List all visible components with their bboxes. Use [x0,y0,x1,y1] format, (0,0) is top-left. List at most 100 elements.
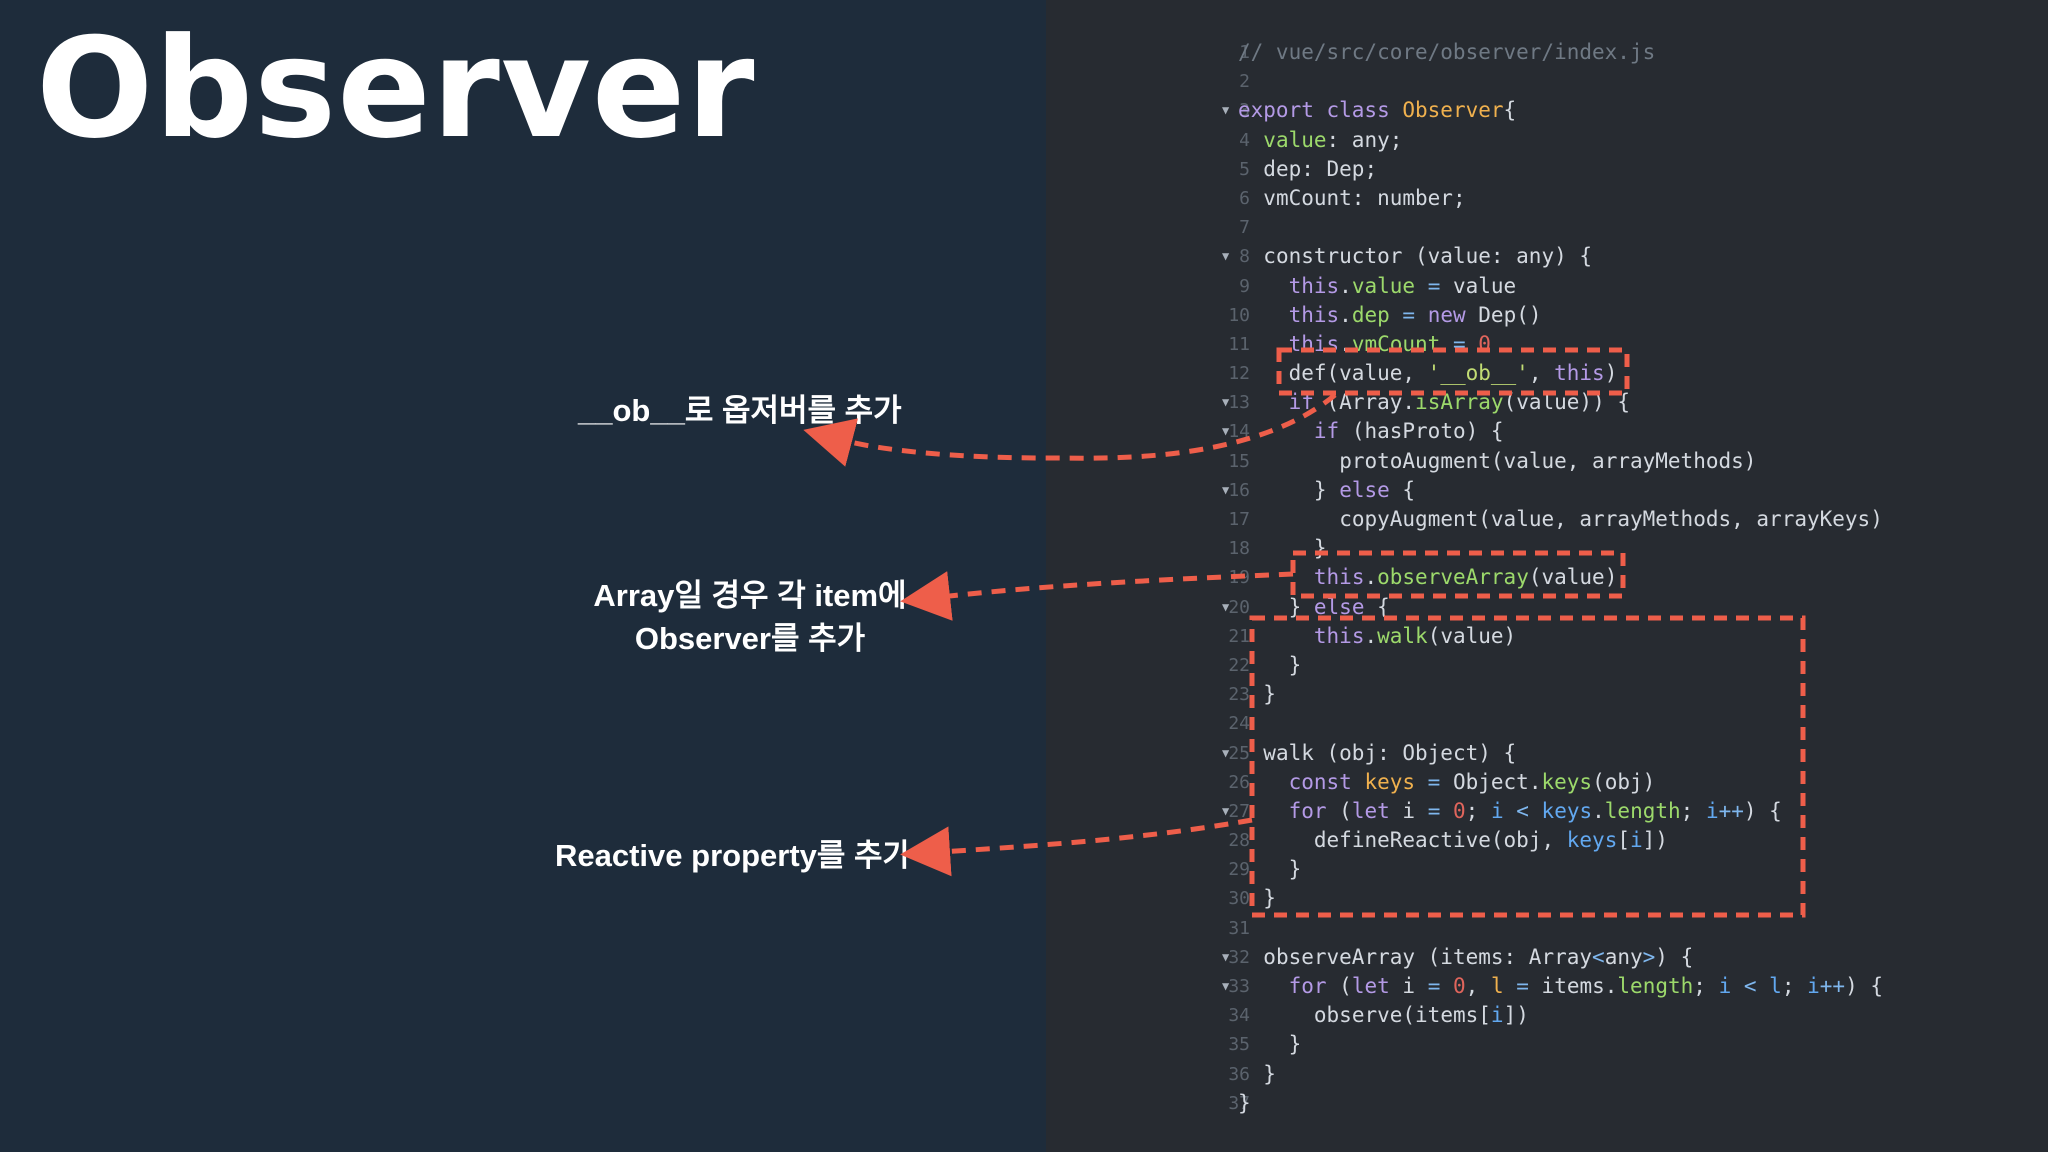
code-token: keys [1364,769,1416,794]
code-token: this [1554,361,1605,386]
line-number: 13 [1228,392,1250,414]
code-token: value [1351,273,1416,298]
line-number: 14 [1228,421,1250,443]
code-line: 22} [1046,651,2048,680]
code-token: . [1339,331,1352,356]
code-token: (value) [1427,623,1517,648]
callout-ob-observer: __ob__로 옵저버를 추가 [578,389,902,432]
code-token: . [1364,565,1378,590]
callout-line: Reactive property를 추가 [555,838,912,873]
line-number: 35 [1228,1034,1250,1056]
callout-array-items: Array일 경우 각 item에 Observer를 추가 [592,574,908,660]
code-line: 13▼if (Array.isArray(value)) { [1046,388,2048,417]
fold-toggle-icon[interactable]: ▼ [1222,395,1230,410]
line-number: 16 [1228,479,1250,501]
code-token: (value) [1528,565,1618,590]
code-token: Object. [1452,769,1542,794]
line-number: 27 [1228,800,1250,822]
code-token: dep: Dep; [1263,156,1378,181]
code-token: ) { [1845,974,1883,998]
code-line: 25▼walk (obj: Object) { [1046,739,2048,768]
fold-toggle-icon[interactable]: ▼ [1222,424,1230,439]
code-text: protoAugment(value, arrayMethods) [1238,447,1756,476]
code-line: 8 ▼ constructor (value: any) { [1046,242,2048,271]
code-token: keys [1541,798,1593,823]
code-token: (hasProto) { [1351,419,1504,444]
code-line: 30} [1046,884,2048,913]
code-text: } [1238,534,1327,563]
code-token: this [1288,302,1340,327]
code-line: 20▼} else { [1046,593,2048,622]
code-token: ) [1604,361,1618,386]
code-text: this.dep = new Dep() [1238,301,1542,330]
fold-toggle-icon[interactable]: ▼ [1222,599,1230,614]
code-token: ; [1465,798,1491,823]
code-line: 37} [1046,1089,2048,1118]
code-text: } [1238,651,1302,680]
code-text: dep: Dep; [1238,155,1377,184]
code-token: items. [1541,974,1618,998]
code-token: < [1592,944,1605,969]
code-token: else [1313,594,1378,619]
line-number: 29 [1228,859,1250,881]
code-token: ; [1693,974,1719,998]
line-number: 10 [1228,304,1250,326]
code-text: def(value, '__ob__', this) [1238,359,1618,388]
code-token: keys [1541,769,1593,794]
code-token: walk [1377,623,1428,648]
fold-toggle-icon[interactable]: ▼ [1222,979,1230,993]
code-token: keys [1566,828,1618,853]
line-number: 12 [1228,363,1250,385]
callout-reactive-property: Reactive property를 추가 [555,834,911,877]
code-token: = [1440,331,1479,356]
code-token: defineReactive(obj, [1313,828,1567,853]
fold-toggle-icon[interactable]: ▼ [1222,949,1230,964]
code-token: < [1731,974,1770,998]
line-number: 7 [1239,217,1250,239]
code-line: 32▼observeArray (items: Array<any>) { [1046,943,2048,972]
fold-toggle-icon[interactable]: ▼ [1222,482,1230,497]
fold-toggle-icon[interactable]: ▼ [1222,103,1230,118]
fold-toggle-icon[interactable]: ▼ [1222,803,1230,818]
code-token: length [1617,974,1694,998]
code-token: > [1642,944,1656,969]
code-token: [ [1617,828,1630,853]
code-line: 1// vue/src/core/observer/index.js [1046,38,2048,67]
line-number: 17 [1228,509,1250,530]
fold-toggle-icon[interactable]: ▼ [1222,745,1230,760]
code-token: else [1339,477,1403,502]
code-token: let [1351,798,1403,823]
code-token: } [1288,652,1302,677]
line-number: 8 [1239,246,1250,268]
code-token: } [1263,886,1276,911]
fold-toggle-icon[interactable]: ▼ [1222,249,1230,264]
code-text: for (let i = 0; i < keys.length; i++) { [1238,797,1782,826]
line-number: 34 [1228,1005,1250,1027]
line-number: 33 [1228,976,1250,997]
code-token: this [1313,565,1365,590]
line-number: 23 [1228,684,1250,706]
code-token: value [1263,127,1327,152]
line-number: 6 [1239,187,1250,209]
line-number: 26 [1228,771,1250,793]
code-text: } else { [1238,476,1415,505]
code-text: this.walk(value) [1238,622,1516,651]
code-token: ( [1339,974,1352,998]
code-token: } [1288,857,1302,882]
code-token: } [1263,682,1276,707]
code-token: i [1807,974,1820,998]
line-number: 15 [1228,450,1250,472]
code-token: = [1427,798,1453,823]
code-token: 0 [1453,974,1466,998]
code-text: copyAugment(value, arrayMethods, arrayKe… [1238,505,1883,534]
code-token: if [1313,419,1352,444]
code-token: constructor (value: any) { [1263,244,1593,269]
code-token: = [1415,769,1453,794]
code-text: this.value = value [1238,272,1517,301]
